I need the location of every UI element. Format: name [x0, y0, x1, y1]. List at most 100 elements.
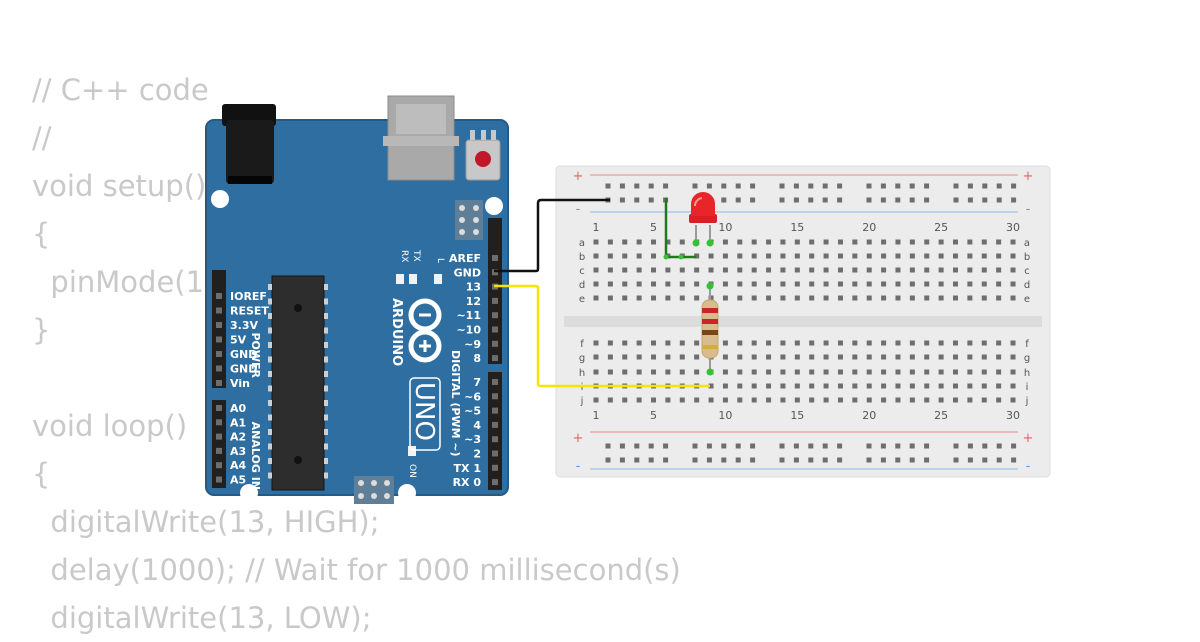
code-line: digitalWrite(13, HIGH); [32, 505, 380, 539]
header-socket[interactable] [492, 450, 498, 457]
header-socket[interactable] [492, 269, 498, 276]
on-led-label: ON [407, 464, 417, 478]
row-label: f [580, 339, 584, 350]
pin-label: 7 [473, 376, 481, 389]
rail-minus-label: - [576, 459, 581, 474]
header-socket[interactable] [216, 365, 222, 372]
column-label: 15 [790, 409, 804, 422]
row-label: g [579, 353, 585, 364]
rail-plus-label: + [1023, 431, 1034, 446]
row-label: c [1024, 266, 1030, 277]
pin-label: A0 [230, 402, 247, 415]
header-socket[interactable] [216, 476, 222, 483]
pin-label: GND [454, 266, 481, 279]
header-socket[interactable] [216, 293, 222, 299]
l-led-label: L [435, 258, 445, 263]
pin-label: ~10 [456, 324, 481, 337]
header-socket[interactable] [216, 462, 222, 469]
digital-header-bottom [488, 372, 502, 490]
onboard-leds [396, 274, 442, 456]
row-label: e [579, 294, 585, 305]
header-socket[interactable] [492, 326, 498, 333]
header-socket[interactable] [492, 436, 498, 443]
pin-label: 8 [473, 352, 481, 365]
rail-plus-label: + [573, 431, 584, 446]
resistor[interactable] [701, 282, 719, 376]
icsp-header-bottom [354, 476, 394, 504]
icsp-header [455, 200, 483, 240]
row-label: e [1024, 294, 1030, 305]
pin-label: ~11 [456, 309, 481, 322]
header-socket[interactable] [492, 355, 498, 362]
header-socket[interactable] [492, 464, 498, 471]
row-label: b [579, 252, 585, 263]
pin-label: IOREF [230, 290, 267, 303]
header-socket[interactable] [492, 255, 498, 261]
column-label: 5 [650, 409, 657, 422]
pin13-signal-wire[interactable] [494, 284, 710, 388]
header-socket[interactable] [492, 407, 498, 414]
gnd-wire[interactable] [494, 198, 610, 273]
header-socket[interactable] [216, 405, 222, 411]
pin-label: A5 [230, 474, 246, 487]
code-line: // [32, 121, 52, 155]
header-socket[interactable] [492, 312, 498, 319]
code-line: digitalWrite(13, LOW); [32, 601, 372, 635]
rail-minus-label: - [1026, 202, 1031, 217]
pin-label: 13 [466, 281, 481, 294]
row-label: c [579, 266, 585, 277]
code-editor-overlay[interactable]: // C++ code//void setup(){ pinMode(1}voi… [32, 66, 681, 642]
digital-header-top [488, 218, 502, 364]
row-label: h [579, 368, 585, 379]
breadboard[interactable]: + + - - + + - - 115510101515202025253030… [555, 165, 1051, 478]
row-label: j [580, 396, 584, 407]
model-label: UNO [409, 382, 439, 441]
atmega-chip [268, 275, 328, 491]
wire-end [678, 254, 684, 260]
pin-label: AREF [449, 252, 481, 265]
column-label: 30 [1006, 221, 1020, 234]
header-socket[interactable] [492, 479, 498, 486]
row-label: b [1024, 252, 1030, 263]
column-label: 15 [790, 221, 804, 234]
code-line: { [32, 457, 51, 491]
header-socket[interactable] [492, 379, 498, 385]
rail-plus-label: + [1023, 169, 1034, 184]
tx-led-label: TX [411, 249, 421, 262]
reset-button[interactable] [465, 130, 501, 181]
row-label: h [1024, 368, 1030, 379]
rail-plus-label: + [573, 169, 584, 184]
mounting-hole [485, 197, 503, 215]
header-socket[interactable] [216, 419, 222, 426]
header-socket[interactable] [492, 421, 498, 428]
pin-label: A1 [230, 416, 246, 429]
model-frame [409, 377, 441, 451]
header-socket[interactable] [492, 393, 498, 400]
header-socket[interactable] [216, 447, 222, 454]
pin-label: GND [230, 363, 257, 376]
row-label: f [1025, 339, 1029, 350]
power-header [212, 270, 226, 388]
header-socket[interactable] [216, 380, 222, 386]
pin-label: ~3 [464, 433, 481, 446]
header-socket[interactable] [216, 351, 222, 357]
column-label: 25 [934, 221, 948, 234]
column-label: 1 [593, 221, 600, 234]
center-channel [564, 316, 1042, 327]
column-label: 25 [934, 409, 948, 422]
header-socket[interactable] [492, 340, 498, 347]
pin-label: 12 [466, 295, 481, 308]
header-socket[interactable] [216, 307, 222, 314]
arduino-logo [408, 298, 442, 363]
row-label: i [581, 382, 584, 393]
header-socket[interactable] [492, 297, 498, 304]
red-led[interactable] [689, 192, 717, 247]
rx-led-label: RX [399, 250, 409, 262]
wire-end [663, 254, 669, 260]
header-socket[interactable] [216, 433, 222, 440]
header-socket[interactable] [216, 322, 222, 328]
header-socket[interactable] [216, 336, 222, 343]
